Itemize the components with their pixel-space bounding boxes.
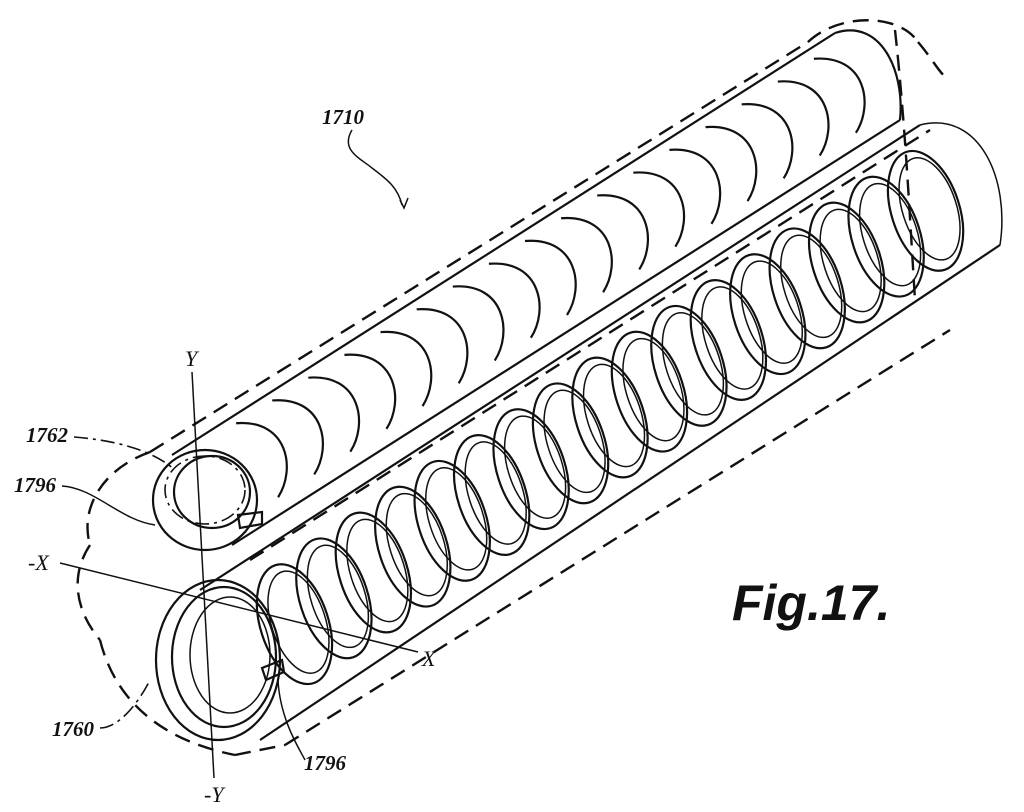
label-1762: 1762 [26, 423, 69, 447]
lower-coil-turn-inner [819, 208, 882, 313]
lower-coil-turn-inner [740, 260, 803, 365]
lower-coil-turn [531, 382, 610, 505]
lower-coil-turn-inner [780, 234, 843, 339]
lower-coil-turn [650, 304, 728, 427]
label-1760: 1760 [52, 717, 95, 741]
upper-coil-turn [488, 262, 541, 339]
lower-coil-turn [807, 201, 886, 324]
lower-coil-turn-inner [346, 518, 409, 623]
upper-coil-turn [741, 103, 794, 179]
upper-coil-turn [633, 171, 686, 248]
lower-coil-turn [452, 434, 531, 556]
lower-coil-turn [492, 408, 570, 531]
upper-coil-turns [236, 57, 866, 498]
lower-coil-turn-inner [701, 286, 764, 390]
axis-label-y: Y [185, 346, 200, 371]
leader-1796-lower [277, 679, 306, 761]
lower-coil-turns [255, 149, 965, 686]
lower-coil-turn [571, 356, 649, 479]
lower-coil-turn-inner [582, 363, 646, 468]
lower-coil-turn [768, 227, 846, 350]
lower-coil-turn-inner [858, 182, 922, 287]
upper-coil-turn [813, 57, 866, 134]
lower-coil-turn [255, 563, 334, 686]
upper-coil-turn [561, 217, 613, 293]
leader-1796-upper [61, 485, 156, 526]
coordinate-axes [59, 371, 419, 779]
lower-coil-turn [729, 253, 807, 376]
leader-1762 [73, 436, 176, 471]
axis-label-x: X [421, 646, 437, 671]
upper-coil-turn [380, 330, 433, 407]
y-axis-line [191, 371, 215, 779]
outer-sheath-outline [76, 19, 951, 757]
label-1796-upper: 1796 [14, 473, 57, 497]
leader-1760 [99, 679, 151, 729]
upper-coil-turn [344, 353, 397, 430]
lower-coil-turn-inner [622, 337, 685, 442]
upper-coil-end-ring [151, 448, 264, 552]
lower-coil-turn-inner [661, 311, 725, 416]
upper-coil-turn [597, 194, 649, 271]
lower-coil-turn-inner [425, 466, 488, 571]
lower-coil-turn-inner [898, 156, 961, 261]
lower-coil-turn [295, 537, 373, 660]
axis-label-neg-y: -Y [204, 782, 226, 807]
lower-coil-turn [334, 511, 413, 634]
upper-coil-turn [705, 125, 758, 202]
upper-coil-turn [236, 422, 288, 498]
x-axis-line [59, 562, 419, 653]
upper-coil-turn [777, 80, 830, 157]
leader-1710 [347, 129, 403, 206]
upper-coil-turn [272, 399, 324, 476]
upper-coil-turn [416, 308, 469, 384]
upper-coil-envelope [171, 29, 902, 546]
lower-coil-turn-inner [306, 544, 370, 649]
lower-coil-turn [374, 485, 452, 608]
lower-coil-turn [847, 175, 925, 298]
lower-coil-end-ring [154, 578, 286, 742]
lower-coil-turn-inner [543, 389, 606, 494]
lower-coil-turn [886, 149, 965, 272]
leader-lines [61, 129, 409, 761]
label-1710: 1710 [322, 105, 365, 129]
upper-coil-turn [452, 285, 505, 362]
lower-coil-turn [689, 279, 768, 401]
upper-coil-turn [524, 239, 577, 316]
lower-coil-turn-inner [503, 415, 567, 520]
label-1796-lower: 1796 [304, 751, 347, 775]
upper-coil-turn [308, 376, 361, 453]
axis-label-neg-x: -X [28, 550, 50, 575]
lower-coil-turn-inner [464, 441, 527, 545]
lower-coil-turn [413, 459, 491, 582]
upper-coil-turn [669, 148, 722, 225]
figure-title: Fig.17. [732, 575, 890, 631]
lower-coil-envelope [199, 122, 1003, 741]
lower-coil-turn-inner [385, 492, 448, 597]
lower-coil-turn [610, 330, 689, 453]
